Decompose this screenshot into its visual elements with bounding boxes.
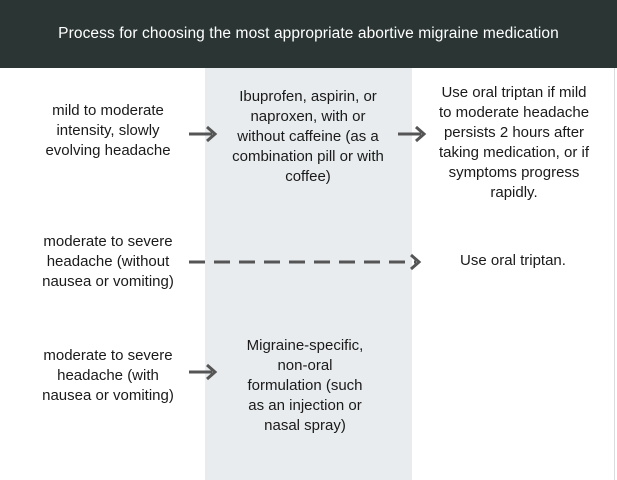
- arrow-right-icon: [189, 125, 218, 143]
- dashed-arrow-right-icon: [189, 253, 422, 271]
- diagram-title: Process for choosing the most appropriat…: [58, 25, 559, 42]
- header-banner: Process for choosing the most appropriat…: [0, 0, 617, 68]
- condition-moderate-to-severe-with-nausea: moderate to severe headache (with nausea…: [42, 347, 174, 404]
- arrow-right-icon: [398, 125, 427, 143]
- medication-column-background: [205, 68, 412, 480]
- condition-moderate-to-severe-without-nausea: moderate to severe headache (without nau…: [42, 233, 174, 290]
- right-border-line: [614, 68, 615, 480]
- condition-mild-to-moderate: mild to moderate intensity, slowly evolv…: [45, 102, 171, 159]
- followup-oral-triptan-if-persists: Use oral triptan if mild to moderate hea…: [438, 84, 590, 201]
- followup-oral-triptan: Use oral triptan.: [460, 252, 566, 269]
- medication-non-oral-formulation: Migraine-specific, non-oral formulation …: [246, 337, 364, 434]
- arrow-right-icon: [189, 363, 218, 381]
- medication-otc-analgesics: Ibuprofen, aspirin, or naproxen, with or…: [232, 88, 384, 185]
